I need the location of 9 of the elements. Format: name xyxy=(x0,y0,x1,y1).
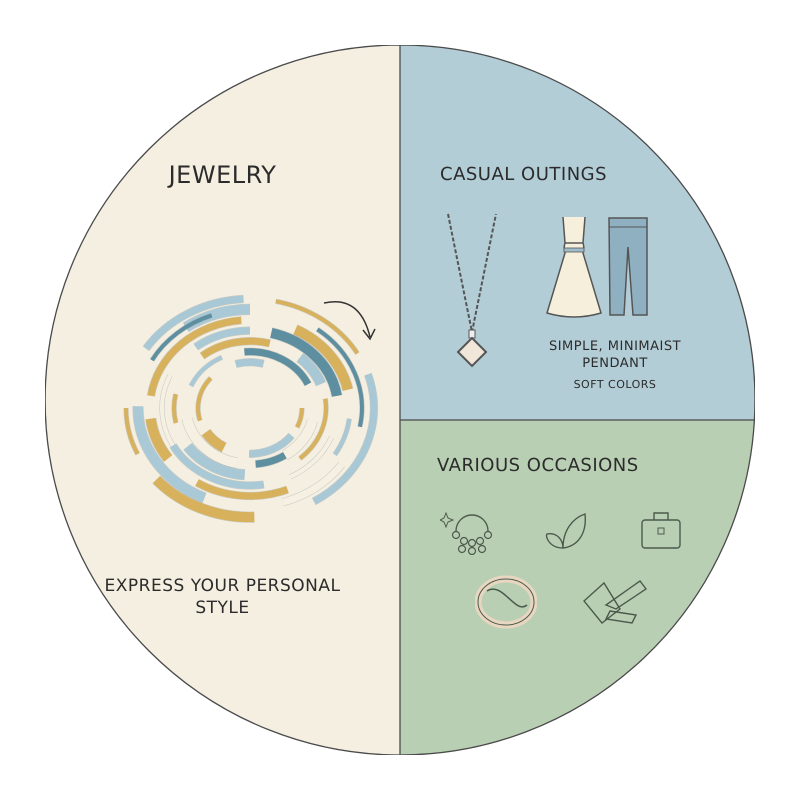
half-circle-panel xyxy=(45,45,400,755)
section-heading: CASUAL OUTINGS xyxy=(440,163,608,186)
section-heading: VARIOUS OCCASIONS xyxy=(437,454,640,478)
description-text: SIMPLE, MINIMAIST PENDANT xyxy=(548,339,682,373)
tagline-text: EXPRESS YOUR PERSONAL STYLE xyxy=(104,575,342,620)
section-heading: JEWELRY xyxy=(166,160,278,191)
quarter-circle-panel xyxy=(400,45,755,420)
quarter-circle-panel xyxy=(400,420,755,755)
note-text: SOFT COLORS xyxy=(572,378,658,392)
